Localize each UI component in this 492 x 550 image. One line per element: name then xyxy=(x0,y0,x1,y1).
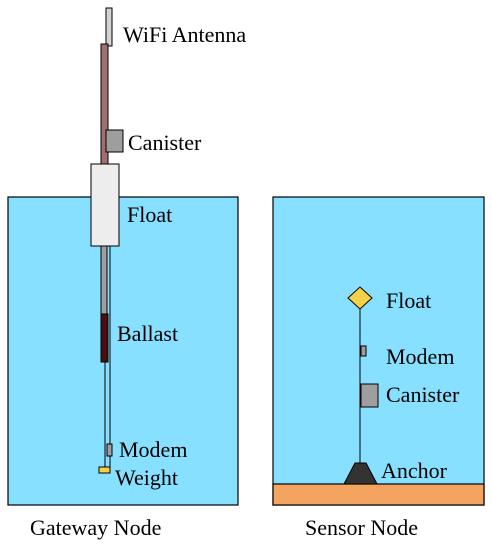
gateway-modem xyxy=(106,443,113,457)
sensor-water-tank xyxy=(272,196,485,506)
sensor-float xyxy=(347,286,373,310)
gateway-water-tank xyxy=(7,196,239,506)
gateway-canister-label: Canister xyxy=(128,130,202,155)
gateway-canister xyxy=(105,129,124,153)
sensor-canister xyxy=(360,383,379,408)
gateway-weight xyxy=(98,466,111,474)
gateway-modem-label: Modem xyxy=(119,437,187,462)
gateway-mast-lower xyxy=(100,245,108,315)
gateway-weight-label: Weight xyxy=(115,465,178,490)
sensor-modem-label: Modem xyxy=(386,344,454,369)
gateway-float xyxy=(90,163,120,247)
gateway-antenna-label: WiFi Antenna xyxy=(123,22,246,47)
sensor-modem xyxy=(360,345,367,357)
gateway-node: WiFi Antenna Canister Float Ballast Mode… xyxy=(7,7,246,540)
sensor-anchor xyxy=(343,462,378,485)
sensor-float-label: Float xyxy=(386,288,431,313)
sensor-canister-label: Canister xyxy=(386,382,460,407)
sensor-anchor-label: Anchor xyxy=(381,458,448,483)
sensor-seabed xyxy=(272,483,485,506)
gateway-antenna xyxy=(105,7,113,47)
sensor-caption: Sensor Node xyxy=(305,515,418,540)
gateway-caption: Gateway Node xyxy=(30,515,161,540)
sensor-node: Float Modem Canister Anchor Sensor Node xyxy=(272,196,485,540)
gateway-float-label: Float xyxy=(127,202,172,227)
gateway-ballast xyxy=(100,313,109,363)
gateway-ballast-label: Ballast xyxy=(117,321,178,346)
